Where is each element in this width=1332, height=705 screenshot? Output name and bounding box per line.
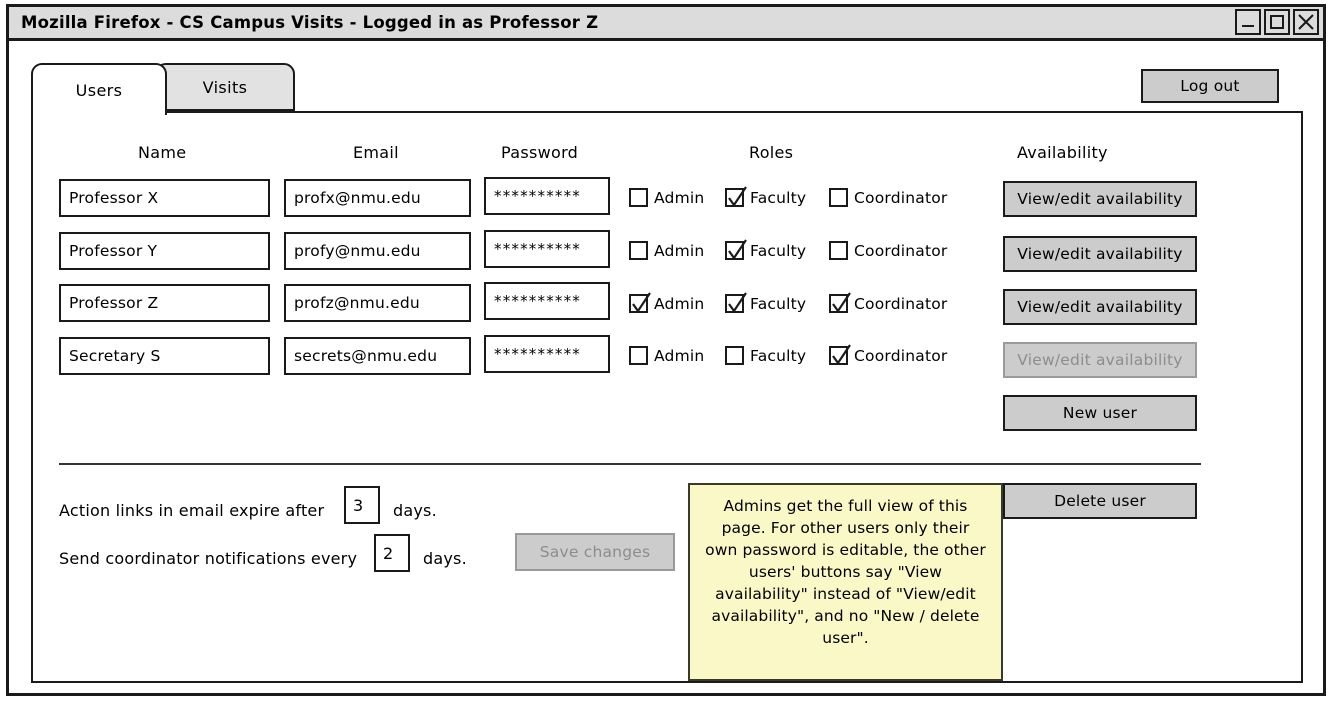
column-header-roles: Roles <box>749 143 794 162</box>
role-label-faculty: Faculty <box>750 346 807 365</box>
checkbox-coordinator[interactable] <box>829 188 848 207</box>
password-field[interactable]: ********** <box>484 177 610 215</box>
notify-days-input[interactable]: 2 <box>374 534 410 572</box>
save-changes-button: Save changes <box>515 533 675 571</box>
role-admin-row-2[interactable]: Admin <box>629 241 704 260</box>
tab-visits-label: Visits <box>202 77 248 97</box>
delete-user-label: Delete user <box>1054 492 1146 510</box>
save-changes-label: Save changes <box>539 543 651 561</box>
checkbox-faculty[interactable] <box>725 186 747 207</box>
notify-label-after: days. <box>423 549 467 568</box>
checkbox-faculty[interactable] <box>725 239 747 260</box>
role-label-admin: Admin <box>654 346 705 365</box>
view-edit-availability-button[interactable]: View/edit availability <box>1003 289 1197 325</box>
availability-label: View/edit availability <box>1017 298 1183 316</box>
role-label-admin: Admin <box>654 188 705 207</box>
availability-label: View/edit availability <box>1017 351 1183 369</box>
role-label-admin: Admin <box>654 241 705 260</box>
availability-label: View/edit availability <box>1017 245 1183 263</box>
logout-button[interactable]: Log out <box>1141 69 1279 103</box>
column-header-availability: Availability <box>1017 143 1108 162</box>
close-icon[interactable] <box>1293 9 1319 35</box>
role-admin-row-4[interactable]: Admin <box>629 346 704 365</box>
window-controls <box>1235 9 1319 35</box>
password-field[interactable]: ********** <box>484 335 610 373</box>
delete-user-button[interactable]: Delete user <box>1003 483 1197 519</box>
email-field[interactable]: profx@nmu.edu <box>284 179 471 217</box>
view-edit-availability-button-disabled: View/edit availability <box>1003 342 1197 378</box>
new-user-label: New user <box>1062 404 1138 422</box>
role-coordinator-row-2[interactable]: Coordinator <box>829 241 948 260</box>
role-label-faculty: Faculty <box>750 241 807 260</box>
maximize-icon[interactable] <box>1264 9 1290 35</box>
password-field[interactable]: ********** <box>484 230 610 268</box>
title-bar: Mozilla Firefox - CS Campus Visits - Log… <box>9 7 1323 41</box>
checkbox-coordinator[interactable] <box>829 292 851 313</box>
role-faculty-row-3[interactable]: Faculty <box>725 292 807 313</box>
annotation-sticky-note: Admins get the full view of this page. F… <box>688 483 1003 681</box>
logout-label: Log out <box>1180 77 1240 95</box>
column-header-name: Name <box>138 143 187 162</box>
email-field[interactable]: profy@nmu.edu <box>284 232 471 270</box>
application-window: Mozilla Firefox - CS Campus Visits - Log… <box>6 4 1326 696</box>
tab-users-label: Users <box>75 80 123 100</box>
role-label-coordinator: Coordinator <box>854 294 948 313</box>
minimize-icon[interactable] <box>1235 9 1261 35</box>
expiry-label-after: days. <box>393 501 437 520</box>
role-label-admin: Admin <box>654 294 705 313</box>
checkbox-coordinator[interactable] <box>829 344 851 365</box>
tab-users[interactable]: Users <box>31 63 167 115</box>
role-admin-row-1[interactable]: Admin <box>629 188 704 207</box>
checkbox-coordinator[interactable] <box>829 241 848 260</box>
role-coordinator-row-3[interactable]: Coordinator <box>829 292 948 313</box>
checkbox-faculty[interactable] <box>725 346 744 365</box>
name-field[interactable]: Professor Y <box>59 232 270 270</box>
role-label-coordinator: Coordinator <box>854 346 948 365</box>
role-faculty-row-2[interactable]: Faculty <box>725 239 807 260</box>
checkbox-admin[interactable] <box>629 241 648 260</box>
section-divider <box>59 463 1201 465</box>
email-field[interactable]: profz@nmu.edu <box>284 284 471 322</box>
role-label-faculty: Faculty <box>750 294 807 313</box>
view-edit-availability-button[interactable]: View/edit availability <box>1003 236 1197 272</box>
column-header-password: Password <box>501 143 579 162</box>
view-edit-availability-button[interactable]: View/edit availability <box>1003 181 1197 217</box>
expiry-days-input[interactable]: 3 <box>344 486 380 524</box>
availability-label: View/edit availability <box>1017 190 1183 208</box>
checkbox-admin[interactable] <box>629 188 648 207</box>
name-field[interactable]: Professor Z <box>59 284 270 322</box>
role-admin-row-3[interactable]: Admin <box>629 292 705 313</box>
role-label-coordinator: Coordinator <box>854 188 948 207</box>
role-label-coordinator: Coordinator <box>854 241 948 260</box>
users-panel: Name Email Password Roles Availability P… <box>31 111 1303 683</box>
email-field[interactable]: secrets@nmu.edu <box>284 337 471 375</box>
window-title: Mozilla Firefox - CS Campus Visits - Log… <box>21 13 599 32</box>
name-field[interactable]: Professor X <box>59 179 270 217</box>
new-user-button[interactable]: New user <box>1003 395 1197 431</box>
role-faculty-row-1[interactable]: Faculty <box>725 186 807 207</box>
checkbox-faculty[interactable] <box>725 292 747 313</box>
expiry-label-before: Action links in email expire after <box>59 501 325 520</box>
name-field[interactable]: Secretary S <box>59 337 270 375</box>
role-label-faculty: Faculty <box>750 188 807 207</box>
checkbox-admin[interactable] <box>629 292 651 313</box>
notify-label-before: Send coordinator notifications every <box>59 549 358 568</box>
role-coordinator-row-1[interactable]: Coordinator <box>829 188 948 207</box>
password-field[interactable]: ********** <box>484 282 610 320</box>
checkbox-admin[interactable] <box>629 346 648 365</box>
role-faculty-row-4[interactable]: Faculty <box>725 346 806 365</box>
tab-visits[interactable]: Visits <box>155 63 295 111</box>
column-header-email: Email <box>353 143 399 162</box>
role-coordinator-row-4[interactable]: Coordinator <box>829 344 948 365</box>
